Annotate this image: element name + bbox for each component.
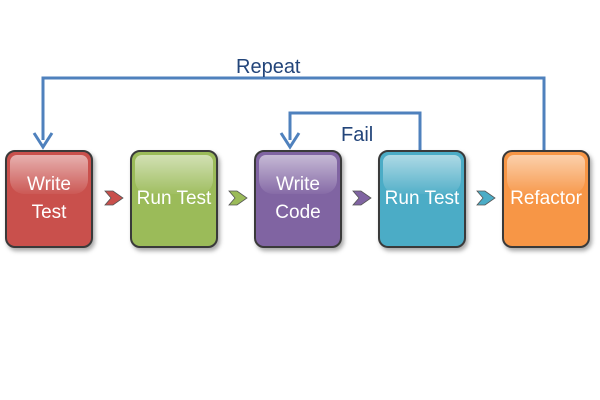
repeat-loop-line [41,76,546,150]
repeat-label: Repeat [236,56,301,78]
step-label: Run Test [136,188,212,209]
fail-loop-line [288,111,422,150]
chevron-right-icon [228,190,248,206]
chevron-right-icon [352,190,372,206]
chevron-right-icon [104,190,124,206]
step-label: Refactor [510,188,582,209]
step-write-code: Write Code [254,150,342,248]
step-label: Write Test [27,174,71,223]
step-run-test-2: Run Test [378,150,466,248]
fail-arrowhead-icon [279,132,301,150]
step-label: Write Code [275,174,321,223]
step-write-test: Write Test [5,150,93,248]
fail-label: Fail [341,124,374,146]
step-refactor: Refactor [502,150,590,248]
repeat-arrowhead-icon [32,132,54,150]
chevron-right-icon [476,190,496,206]
step-label: Run Test [384,188,460,209]
step-run-test-1: Run Test [130,150,218,248]
